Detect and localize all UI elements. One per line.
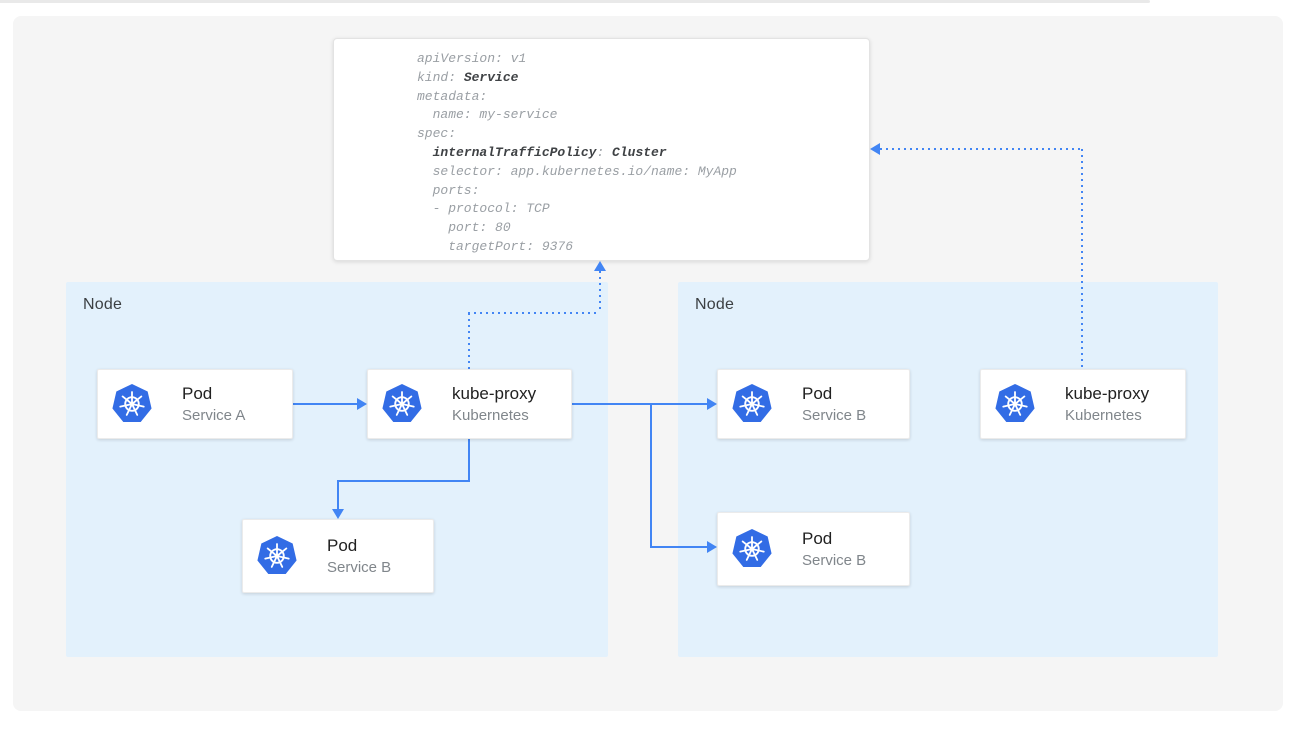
yaml-line: targetPort: 9376	[417, 238, 574, 254]
node-label: Node	[695, 296, 735, 313]
kubernetes-icon	[731, 528, 773, 568]
dotted-to-yaml-bottom	[599, 271, 601, 313]
arrow-kube-proxy-down	[468, 439, 470, 482]
yaml-line: selector: app.kubernetes.io/name: MyApp	[417, 163, 737, 179]
card-subtitle: Service B	[327, 558, 392, 576]
node-box-left: Node	[66, 282, 608, 657]
node-box-right: Node	[678, 282, 1218, 657]
dotted-kube-proxy-left-across	[468, 312, 600, 314]
card-subtitle: Service B	[802, 406, 867, 424]
node-label: Node	[83, 296, 123, 313]
arrow-kube-proxy-left-leg	[337, 480, 470, 482]
card-title: Pod	[802, 528, 833, 548]
kubernetes-icon	[381, 383, 423, 423]
arrow-branch-down	[650, 403, 652, 548]
arrow-to-pod-b-right-bottom	[650, 546, 708, 548]
arrow-pod-a-to-kube-proxy	[293, 403, 359, 405]
arrow-kube-proxy-to-pod-b-right-top	[572, 403, 708, 405]
card-title: kube-proxy	[452, 383, 537, 403]
arrowhead-up	[594, 261, 606, 271]
card-pod-service-a: Pod Service A	[97, 369, 293, 439]
yaml-line: spec:	[417, 126, 457, 142]
yaml-line: - protocol: TCP	[417, 201, 550, 217]
card-subtitle: Service A	[182, 406, 246, 424]
yaml-line-internal-traffic-policy: internalTrafficPolicy: Cluster	[432, 144, 667, 160]
card-kube-proxy-right: kube-proxy Kubernetes	[980, 369, 1186, 439]
yaml-line: ports:	[417, 182, 480, 198]
yaml-line: kind: Service	[417, 69, 519, 85]
yaml-line: name: my-service	[417, 107, 558, 123]
arrow-to-pod-b-left	[337, 480, 339, 509]
arrowhead-left	[870, 143, 880, 155]
arrowhead-right	[357, 398, 367, 410]
card-kube-proxy-left: kube-proxy Kubernetes	[367, 369, 572, 439]
service-yaml-panel: apiVersion: v1 kind: Service metadata: n…	[333, 38, 870, 261]
arrowhead-right	[707, 398, 717, 410]
arrowhead-down	[332, 509, 344, 519]
dotted-to-yaml-right	[880, 148, 1082, 150]
card-title: kube-proxy	[1065, 383, 1150, 403]
card-pod-service-b-right-bottom: Pod Service B	[717, 512, 910, 586]
diagram-canvas: apiVersion: v1 kind: Service metadata: n…	[13, 16, 1283, 711]
card-subtitle: Service B	[802, 551, 867, 569]
page-top-divider	[0, 0, 1150, 3]
arrowhead-right	[707, 541, 717, 553]
kubernetes-icon	[994, 383, 1036, 423]
dotted-kube-proxy-left-up	[468, 313, 470, 369]
yaml-line: metadata:	[417, 88, 488, 104]
card-pod-service-b-right-top: Pod Service B	[717, 369, 910, 439]
card-pod-service-b-left: Pod Service B	[242, 519, 434, 593]
kubernetes-icon	[256, 535, 298, 575]
card-title: Pod	[182, 383, 213, 403]
card-title: Pod	[802, 383, 833, 403]
kubernetes-icon	[111, 383, 153, 423]
card-subtitle: Kubernetes	[452, 406, 529, 424]
yaml-line: apiVersion: v1	[417, 51, 527, 66]
card-title: Pod	[327, 535, 358, 555]
card-subtitle: Kubernetes	[1065, 406, 1142, 424]
kubernetes-icon	[731, 383, 773, 423]
dotted-kube-proxy-right-up	[1081, 149, 1083, 369]
yaml-line: port: 80	[417, 220, 511, 236]
